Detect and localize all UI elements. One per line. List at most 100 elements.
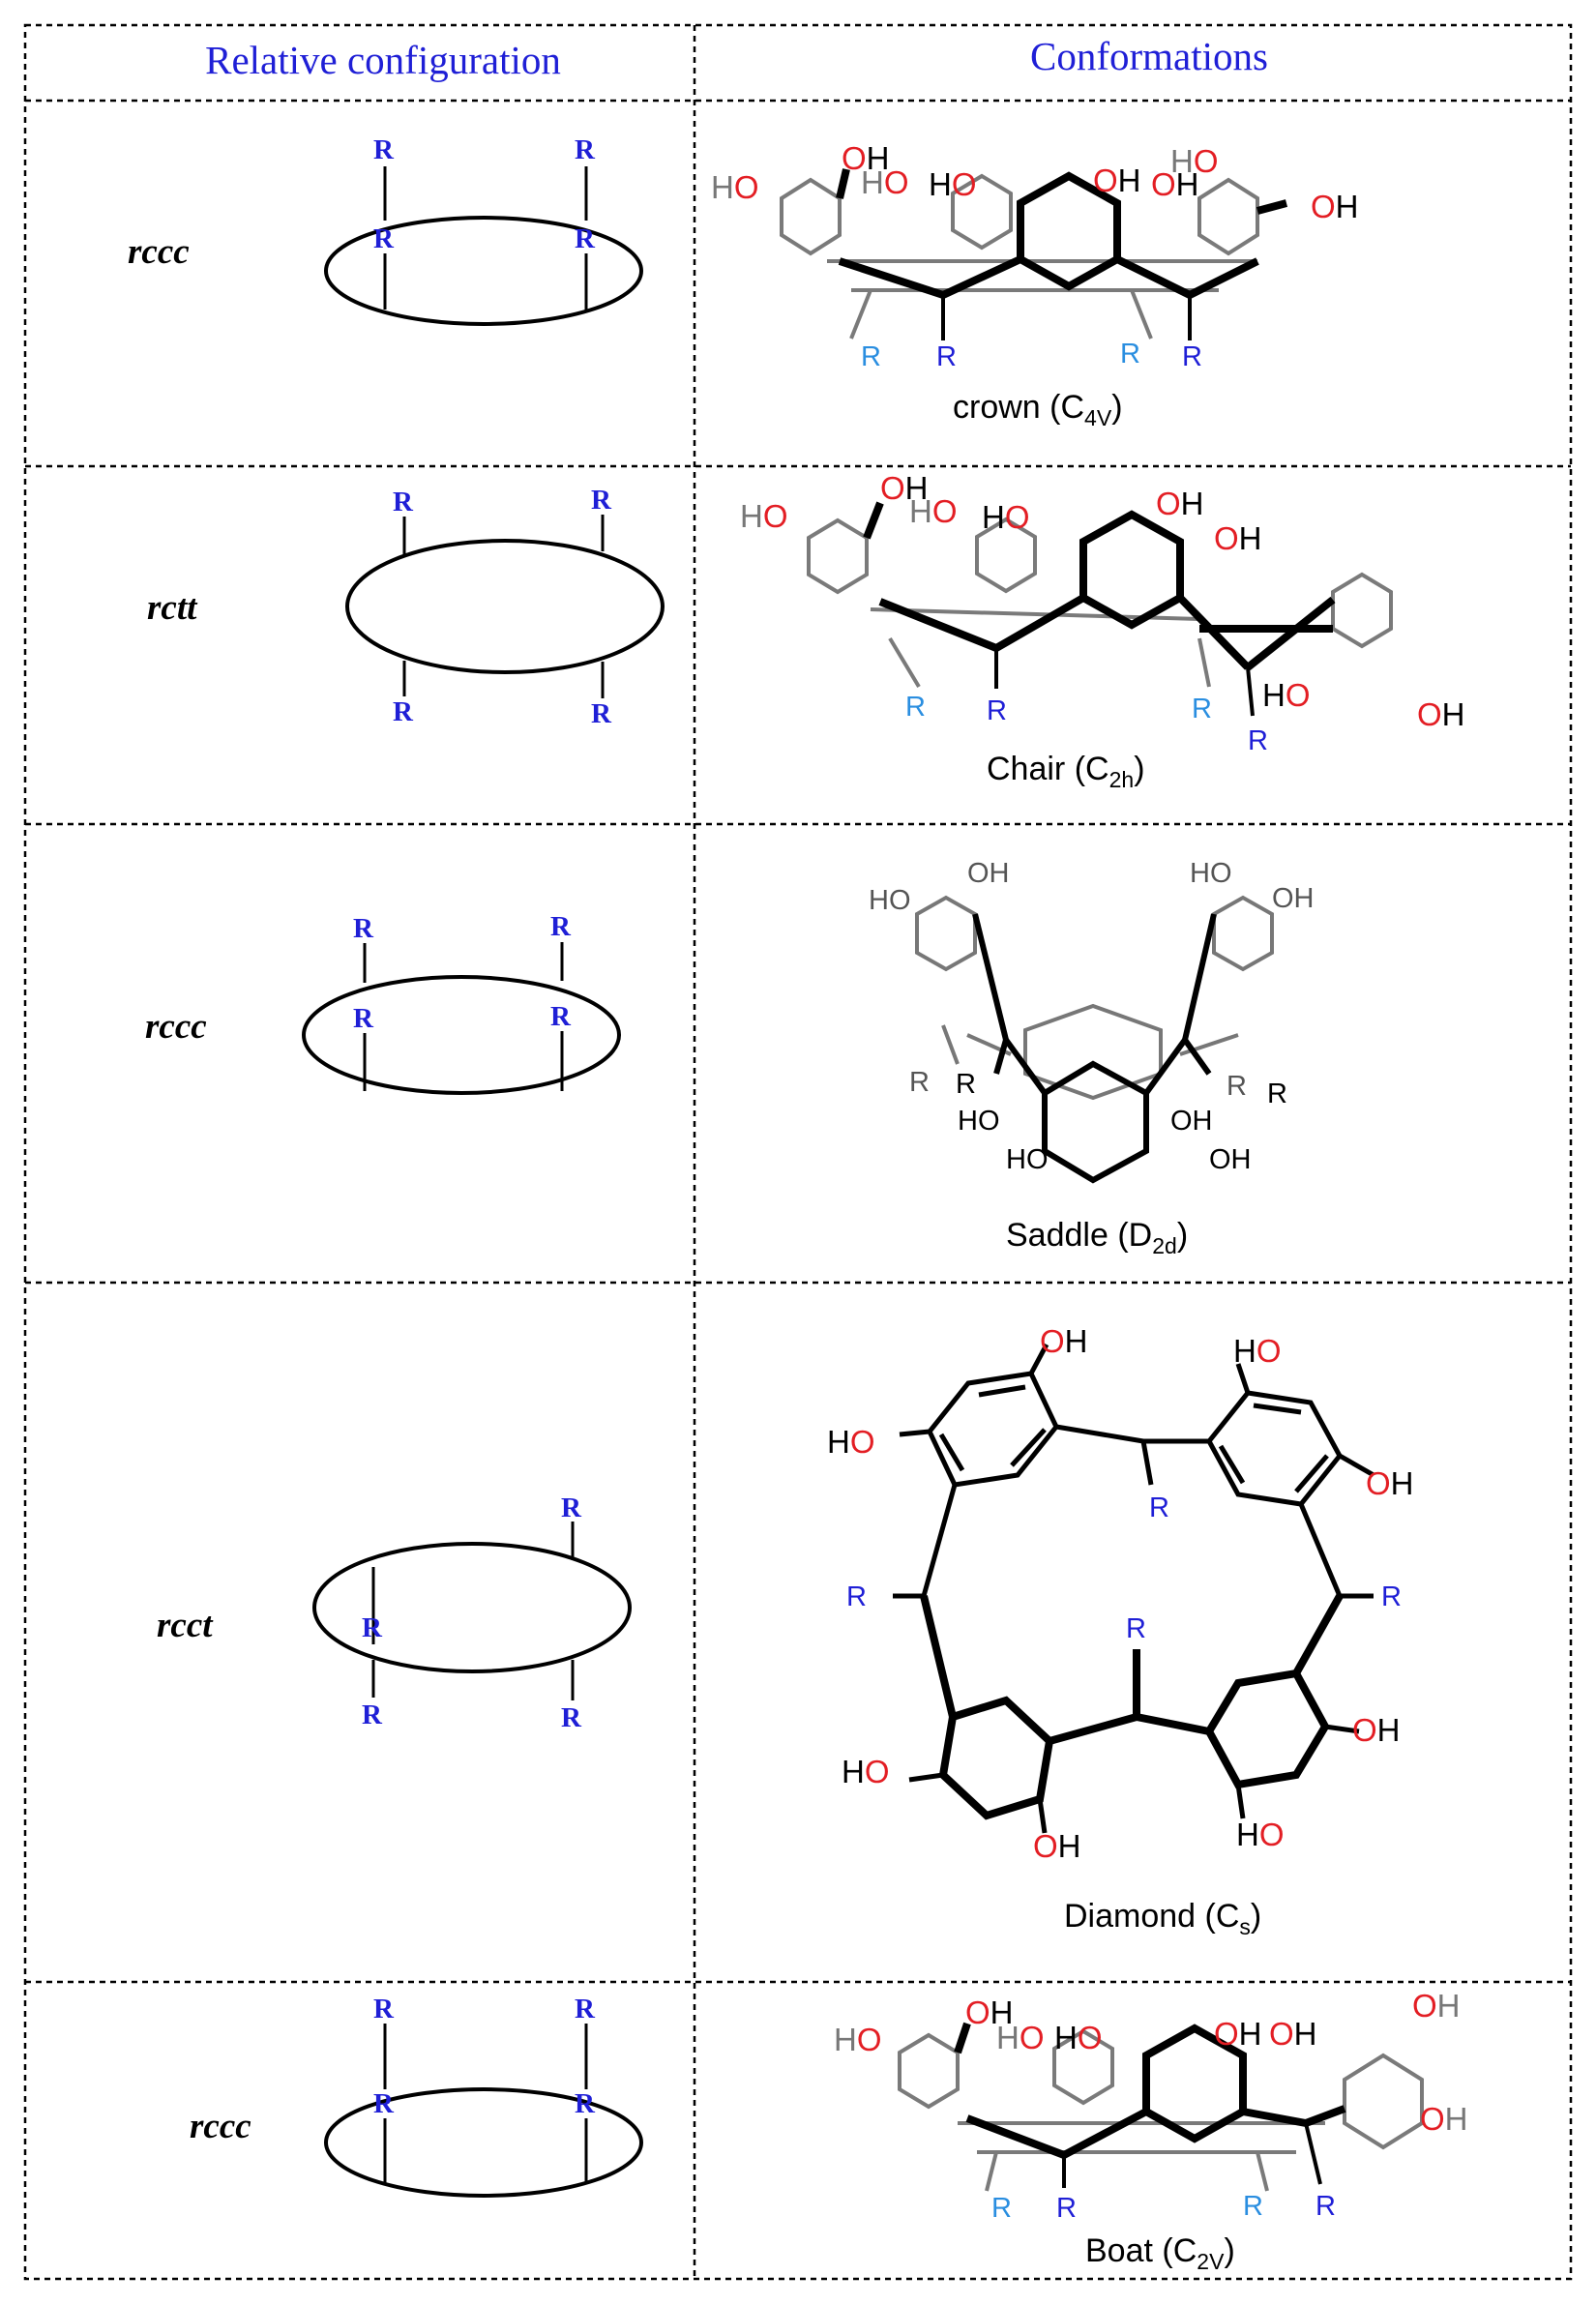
hydroxyl-label: OH: [1420, 2101, 1468, 2137]
row-3: rccc R R R R: [145, 858, 1315, 1258]
svg-text:R: R: [1227, 1071, 1247, 1102]
svg-text:R: R: [1243, 2191, 1263, 2222]
row-3-molecule-saddle: HO OH HO OH HO OH HO OH R R R R: [869, 858, 1315, 1184]
hydroxyl-label: OH: [1214, 520, 1262, 556]
svg-text:OH: OH: [1156, 486, 1204, 521]
table-grid: [23, 23, 1573, 2281]
row-4-conformation-caption: Diamond (Cs): [1064, 1898, 1261, 1939]
svg-text:R: R: [909, 1067, 930, 1098]
svg-text:OH: OH: [1033, 1828, 1081, 1864]
row-1-conformation-caption: crown (C4V): [953, 389, 1123, 430]
svg-text:HO: HO: [1233, 1333, 1282, 1369]
svg-text:HO: HO: [958, 1106, 1000, 1137]
hydroxyl-label: OH: [1417, 696, 1465, 732]
svg-text:R: R: [373, 1994, 395, 2024]
row-4-ring-diagram: R R R R: [312, 1492, 632, 1733]
svg-text:OH: OH: [1040, 1323, 1088, 1359]
svg-text:R: R: [1248, 725, 1268, 756]
svg-text:HO: HO: [861, 164, 909, 200]
svg-text:OH: OH: [842, 140, 890, 176]
hydroxyl-label: HO: [834, 2022, 882, 2057]
svg-text:OH: OH: [1209, 1144, 1252, 1175]
svg-text:R: R: [561, 1702, 582, 1733]
hydroxyl-label: HO: [982, 499, 1030, 535]
row-1-molecule-crown: HO OH HO HO OH OH HO OH R R R R: [711, 140, 1359, 372]
svg-text:OH: OH: [1170, 1106, 1213, 1137]
svg-text:R: R: [550, 1001, 572, 1032]
svg-text:OH: OH: [967, 858, 1010, 889]
svg-text:R: R: [373, 223, 395, 254]
svg-text:R: R: [991, 2193, 1012, 2224]
svg-text:R: R: [575, 134, 596, 165]
svg-text:HO: HO: [827, 1424, 875, 1460]
svg-text:R: R: [561, 1492, 582, 1523]
svg-text:R: R: [550, 911, 572, 942]
header-relative-configuration: Relative configuration: [205, 38, 561, 82]
svg-text:R: R: [591, 698, 612, 729]
svg-text:R: R: [1056, 2193, 1077, 2224]
svg-text:R: R: [846, 1581, 867, 1612]
svg-text:OH: OH: [1214, 2016, 1262, 2052]
svg-text:R: R: [393, 487, 414, 517]
hydroxyl-label: OH: [880, 470, 929, 506]
row-2-molecule-chair: HO OH HO HO OH OH HO OH R R R R: [740, 470, 1465, 756]
hydroxyl-label: HO: [1054, 2020, 1103, 2055]
hydroxyl-label: OH: [965, 1995, 1014, 2030]
svg-text:R: R: [1381, 1581, 1402, 1612]
svg-text:R: R: [1315, 2191, 1336, 2222]
row-5-molecule-boat: HO OH HO HO OH OH OH OH R R R R: [834, 1988, 1468, 2224]
svg-text:R: R: [1267, 1079, 1287, 1109]
svg-text:R: R: [575, 2088, 596, 2119]
row-5: rccc R R R R: [190, 1988, 1468, 2274]
row-2: rctt R R R R: [147, 470, 1465, 792]
svg-text:R: R: [373, 2088, 395, 2119]
svg-text:R: R: [936, 341, 957, 372]
hydroxyl-label: HO: [1233, 1333, 1282, 1369]
svg-text:HO: HO: [1006, 1144, 1049, 1175]
svg-text:R: R: [575, 1994, 596, 2024]
svg-text:R: R: [362, 1699, 383, 1730]
row-5-configuration: rccc: [190, 2107, 251, 2146]
row-3-conformation-caption: Saddle (D2d): [1006, 1217, 1188, 1258]
hydroxyl-label: OH: [1151, 166, 1199, 202]
hydroxyl-label: HO: [842, 1754, 890, 1789]
hydroxyl-label: HO: [740, 498, 788, 534]
svg-text:R: R: [861, 341, 881, 372]
hydroxyl-label: HO: [861, 164, 909, 200]
svg-text:OH: OH: [1214, 520, 1262, 556]
svg-text:R: R: [1149, 1492, 1169, 1523]
svg-text:R: R: [393, 696, 414, 727]
svg-text:R: R: [575, 223, 596, 254]
hydroxyl-label: OH: [1366, 1465, 1414, 1501]
hydroxyl-label: HO: [711, 169, 759, 205]
hydroxyl-label: OH: [1412, 1988, 1461, 2024]
svg-text:OH: OH: [1366, 1465, 1414, 1501]
hydroxyl-label: HO: [909, 493, 958, 529]
svg-text:HO: HO: [1262, 677, 1311, 713]
row-4-molecule-diamond: OH HO HO OH HO OH OH HO R R R R: [827, 1323, 1414, 1864]
hydroxyl-label: OH: [1093, 163, 1141, 198]
hydroxyl-label: HO: [929, 166, 977, 202]
svg-text:R: R: [987, 695, 1007, 726]
hydroxyl-label: OH: [1214, 2016, 1262, 2052]
hydroxyl-label: HO: [1236, 1817, 1285, 1852]
row-3-ring-diagram: R R R R: [302, 911, 621, 1095]
svg-text:HO: HO: [711, 169, 759, 205]
row-5-ring-diagram: R R R R: [324, 1994, 643, 2198]
row-4-configuration: rcct: [157, 1606, 214, 1645]
svg-text:HO: HO: [740, 498, 788, 534]
hydroxyl-label: OH: [1311, 189, 1359, 224]
svg-text:HO: HO: [869, 885, 911, 916]
row-5-conformation-caption: Boat (C2V): [1085, 2232, 1235, 2274]
svg-text:OH: OH: [965, 1995, 1014, 2030]
hydroxyl-label: HO: [1262, 677, 1311, 713]
row-4: rcct R R R R: [157, 1323, 1414, 1939]
svg-text:OH: OH: [880, 470, 929, 506]
svg-text:R: R: [1120, 339, 1140, 369]
svg-text:R: R: [1192, 694, 1212, 724]
row-3-configuration: rccc: [145, 1007, 207, 1047]
row-1: rccc R R R R: [128, 134, 1359, 430]
hydroxyl-label: OH: [1156, 486, 1204, 521]
svg-text:R: R: [362, 1612, 383, 1643]
